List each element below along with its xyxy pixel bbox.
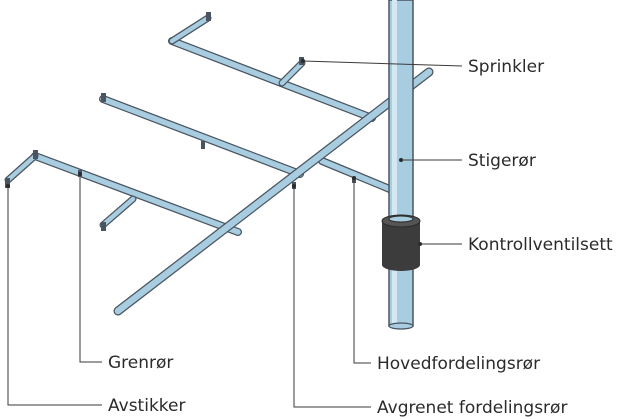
sprinkler-head bbox=[5, 178, 10, 188]
label-kontrollventilsett: Kontrollventilsett bbox=[468, 235, 613, 255]
label-sprinkler: Sprinkler bbox=[468, 57, 544, 77]
drop-arms bbox=[4, 14, 306, 229]
branch-pipe-middle bbox=[99, 95, 304, 178]
label-avstikker: Avstikker bbox=[108, 396, 185, 416]
label-hovedfordelingsror: Hovedfordelingsrør bbox=[377, 354, 540, 374]
main-distribution-pipe bbox=[113, 67, 434, 316]
sprinkler-head bbox=[101, 93, 106, 102]
label-stigeror: Stigerør bbox=[468, 151, 536, 171]
riser-pipe bbox=[388, 0, 414, 330]
sprinkler-head bbox=[33, 150, 38, 159]
label-avgrenet-fordelingsror: Avgrenet fordelingsrør bbox=[377, 398, 567, 418]
branch-pipe-bottom bbox=[31, 152, 242, 236]
branched-distribution-pipe bbox=[318, 157, 396, 194]
sprinkler-head bbox=[101, 222, 106, 231]
control-valve-set bbox=[381, 214, 421, 271]
branch-pipes bbox=[31, 37, 376, 236]
sprinkler-head bbox=[201, 141, 205, 149]
label-grenror: Grenrør bbox=[108, 353, 173, 373]
leader-lines bbox=[7, 60, 463, 408]
branch-pipe-top bbox=[168, 37, 376, 122]
leader-dots bbox=[6, 59, 422, 246]
sprinkler-head bbox=[206, 12, 211, 21]
